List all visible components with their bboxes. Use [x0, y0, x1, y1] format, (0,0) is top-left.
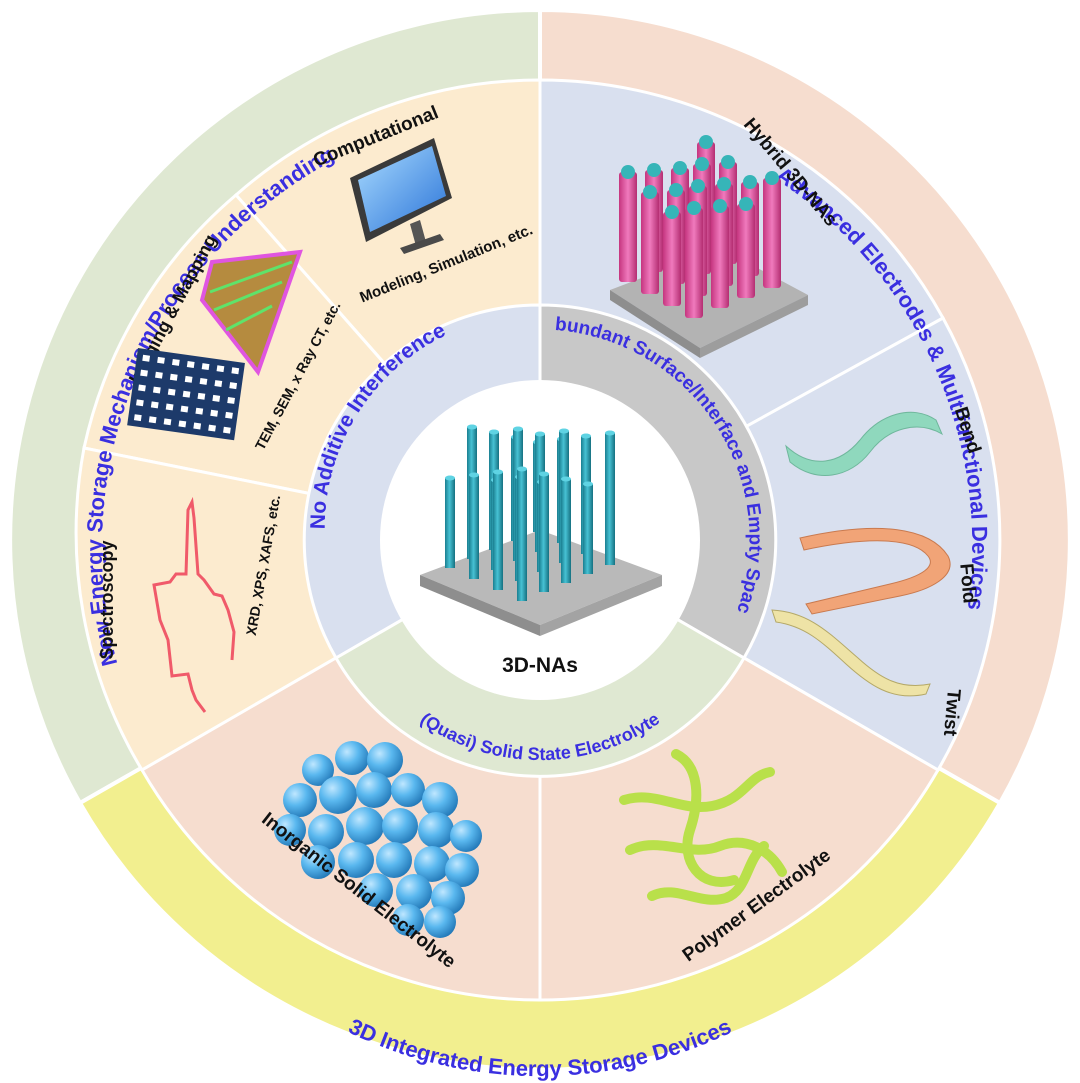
nanorod — [583, 481, 593, 574]
ct-dot — [199, 377, 208, 385]
electrolyte-sphere — [396, 874, 432, 910]
ct-dot — [223, 426, 231, 434]
electrolyte-sphere — [382, 808, 418, 844]
electrolyte-sphere — [424, 906, 456, 938]
ct-dot — [195, 407, 204, 415]
hybrid-nanorod — [685, 201, 703, 318]
tem-image-icon — [199, 249, 303, 377]
ct-dot — [169, 373, 178, 381]
electrolyte-sphere — [422, 782, 458, 818]
ct-dot — [150, 401, 159, 409]
hybrid-nanorod — [737, 197, 755, 298]
twist-ribbon-icon — [771, 609, 931, 697]
electrolyte-sphere — [376, 842, 412, 878]
ct-dot — [178, 420, 187, 428]
nanorod — [539, 471, 549, 592]
hybrid-nanorod — [711, 199, 729, 308]
nanorod — [605, 430, 615, 565]
ct-dot — [171, 358, 180, 366]
ct-dot — [186, 361, 195, 368]
electrolyte-sphere — [392, 904, 424, 936]
ct-dot — [165, 403, 174, 411]
nanorod — [469, 472, 479, 579]
spectroscopy-title: Spectroscopy — [97, 540, 117, 659]
electrolyte-sphere — [346, 807, 384, 845]
nanorod-array-illustration — [420, 424, 662, 636]
nanorod — [493, 469, 503, 590]
bend-sheet-icon — [785, 411, 944, 476]
fold-sheet-icon — [799, 527, 951, 615]
hybrid-nanorod — [663, 205, 681, 306]
ct-dot — [193, 422, 202, 430]
electrolyte-sphere — [414, 846, 450, 882]
polymer-chains-illustration — [619, 749, 787, 905]
electrolyte-sphere — [335, 741, 369, 775]
ct-dot — [157, 356, 165, 364]
electrolyte-sphere — [418, 812, 454, 848]
ct-dot — [167, 388, 176, 396]
ct-map-icon — [127, 348, 245, 441]
ct-dot — [229, 382, 238, 390]
ct-dot — [201, 363, 210, 371]
fold-label: Fold — [955, 563, 979, 605]
ct-dot — [163, 418, 172, 426]
electrolyte-sphere — [283, 783, 317, 817]
ct-dot — [182, 390, 191, 398]
ct-dot — [216, 365, 225, 373]
electrolyte-sphere — [359, 873, 393, 907]
ct-dot — [212, 394, 221, 402]
electrolyte-sphere — [356, 772, 392, 808]
twist-label: Twist — [939, 688, 964, 737]
ct-dot — [208, 424, 216, 432]
ct-dot — [227, 397, 235, 404]
electrolyte-sphere — [367, 742, 403, 778]
electrolyte-sphere — [301, 845, 335, 879]
ct-dot — [133, 414, 142, 422]
ct-dot — [148, 416, 157, 424]
ct-dot — [231, 367, 240, 375]
ct-dot — [152, 386, 161, 394]
nanorod — [517, 466, 527, 601]
monitor-icon — [350, 138, 452, 254]
electrolyte-sphere — [450, 820, 482, 852]
electrolyte-sphere — [274, 814, 306, 846]
ct-dot — [184, 375, 193, 383]
sphere-cluster-illustration — [274, 741, 482, 938]
center-label: 3D-NAs — [502, 654, 578, 677]
ct-dot — [197, 392, 206, 400]
electrolyte-sphere — [319, 776, 357, 814]
ct-dot — [138, 384, 146, 392]
electrolyte-sphere — [391, 773, 425, 807]
nanorod — [561, 476, 571, 583]
ct-dot — [210, 409, 219, 417]
electrolyte-sphere — [302, 754, 334, 786]
hybrid-nanorod — [619, 165, 637, 282]
ct-dot — [214, 380, 223, 387]
hybrid-nanorod — [763, 171, 781, 288]
electrolyte-sphere — [445, 853, 479, 887]
hybrid-nanorod — [641, 185, 659, 294]
ct-dot — [155, 371, 163, 379]
ct-dot — [142, 354, 151, 362]
nanorod — [445, 475, 455, 568]
ct-dot — [136, 399, 144, 407]
hybrid-nanorod-illustration — [610, 135, 808, 358]
spectrum-line-icon — [152, 496, 236, 713]
electrolyte-sphere — [338, 842, 374, 878]
ct-dot — [140, 369, 148, 377]
ct-dot — [180, 405, 189, 413]
electrolyte-sphere — [308, 814, 344, 850]
ct-dot — [225, 411, 233, 419]
